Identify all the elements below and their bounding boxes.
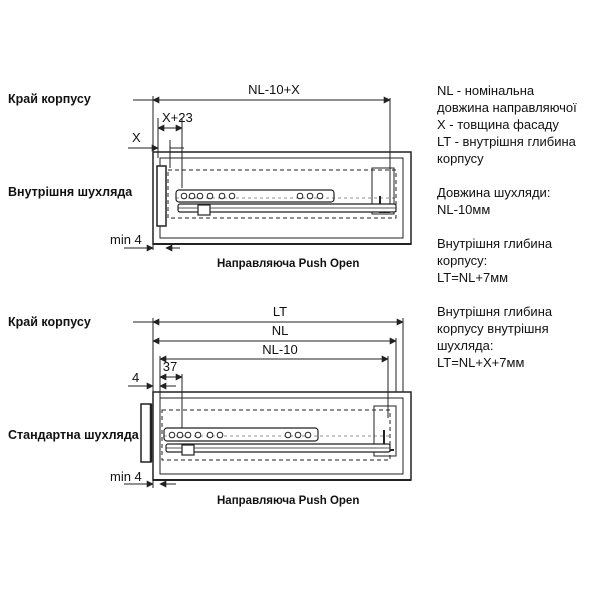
dim-label-x23: X+23	[162, 110, 193, 125]
label-cabinet-edge-2: Край корпусу	[8, 315, 91, 329]
rear-bracket-1	[371, 167, 395, 215]
rail-holes-1	[180, 192, 324, 200]
drawer-box-1	[167, 169, 397, 219]
dim-label-nl10: NL-10	[262, 342, 297, 357]
caption-1: Направляюча Push Open	[217, 258, 359, 270]
diagram-inner-drawer: Край корпусу Внутрішня шухляда NL-10+X X…	[8, 82, 412, 270]
diagram-standard-drawer: Край корпусу Стандартна шухляда LT NL NL…	[8, 304, 412, 507]
notes-panel: NL - номінальна довжина направляючої X -…	[437, 82, 597, 388]
dim-label-min4-1: min 4	[110, 232, 142, 247]
note-legend: NL - номінальна довжина направляючої X -…	[437, 83, 577, 166]
rear-bracket-2	[373, 405, 397, 457]
dim-label-lt: LT	[273, 304, 287, 319]
runner-rail-1	[175, 189, 397, 216]
dim-label-min4-2: min 4	[110, 469, 142, 484]
dim-label-nl: NL	[272, 323, 289, 338]
rail-holes-2	[168, 431, 312, 439]
label-standard-drawer: Стандартна шухляда	[8, 428, 140, 442]
caption-2: Направляюча Push Open	[217, 495, 359, 507]
cabinet-1	[152, 151, 412, 245]
note-cabinet-depth-inner: Внутрішня глибина корпусу внутрішня шухл…	[437, 304, 553, 370]
dim-label-4: 4	[132, 370, 139, 385]
note-cabinet-depth: Внутрішня глибина корпусу: LT=NL+7мм	[437, 236, 553, 285]
label-cabinet-edge-1: Край корпусу	[8, 92, 91, 106]
dim-label-x: X	[132, 130, 141, 145]
note-drawer-length: Довжина шухляди: NL-10мм	[437, 185, 551, 217]
facade-panel-1	[156, 165, 167, 227]
label-inner-drawer: Внутрішня шухляда	[8, 185, 133, 199]
drawer-box-2	[161, 409, 391, 461]
dim-label-nl10x: NL-10+X	[248, 82, 300, 97]
facade-panel-2	[140, 403, 152, 463]
runner-rail-2	[163, 427, 391, 456]
cabinet-2	[152, 391, 412, 481]
dim-label-37: 37	[163, 359, 177, 374]
